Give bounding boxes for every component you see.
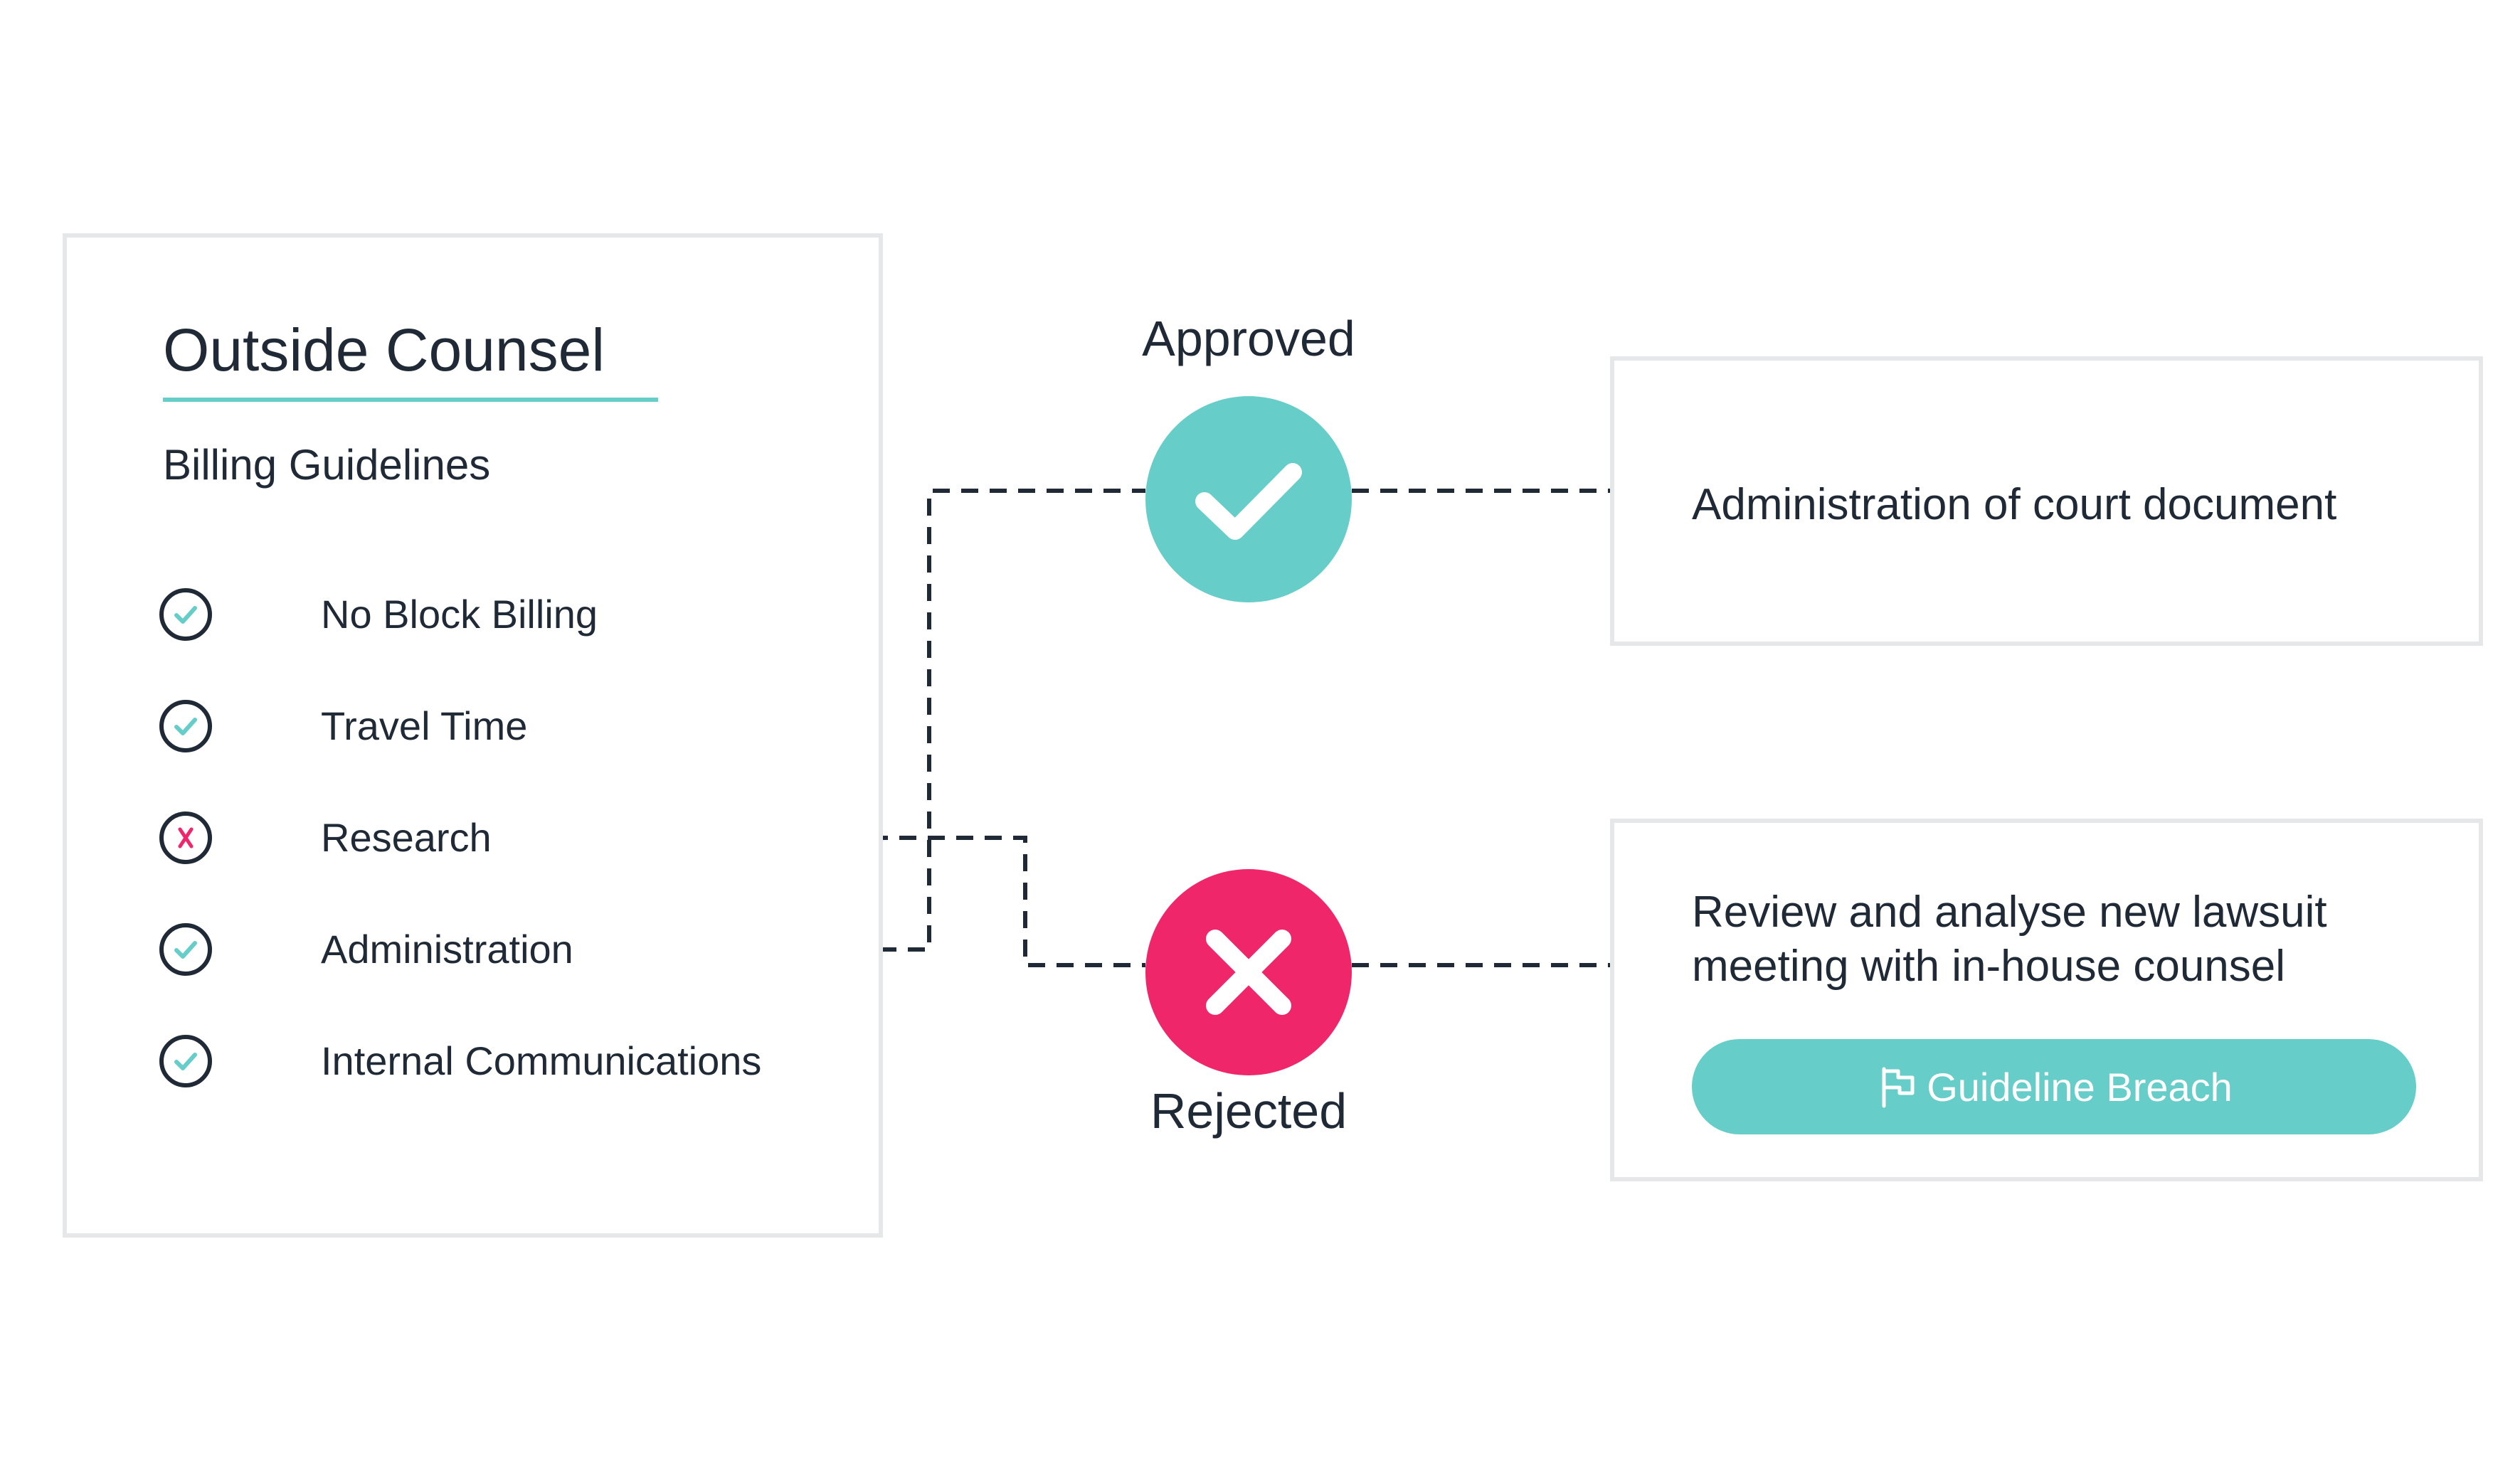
panel-subtitle: Billing Guidelines (163, 441, 491, 489)
x-circle-icon (159, 812, 212, 864)
checkmark-icon (1195, 463, 1302, 540)
check-circle-icon (159, 1035, 212, 1087)
rejected-node (1145, 869, 1352, 1075)
check-circle-icon (159, 700, 212, 752)
approved-node (1145, 396, 1352, 602)
guideline-label: Administration (321, 927, 573, 972)
check-circle-icon (159, 923, 212, 976)
panel-title: Outside Counsel (163, 316, 605, 383)
x-mark-icon (1206, 930, 1291, 1015)
approved-label: Approved (1142, 311, 1355, 366)
entry-line: meeting with in-house counsel (1692, 942, 2286, 991)
guideline-label: Travel Time (321, 703, 528, 748)
guideline-label: Research (321, 815, 492, 860)
rejected-entry-card: Review and analyse new lawsuit meeting w… (1610, 819, 2483, 1181)
check-circle-icon (159, 588, 212, 641)
flag-icon (1882, 1067, 1915, 1108)
title-underline (163, 398, 658, 402)
rejected-label: Rejected (1150, 1083, 1348, 1139)
approved-entry-text: Administration of court document (1692, 478, 2336, 532)
guideline-breach-label: Guideline Breach (1927, 1064, 2233, 1110)
billing-guidelines-panel: Outside Counsel Billing Guidelines No Bl… (63, 233, 883, 1238)
guideline-label: Internal Communications (321, 1038, 762, 1083)
approved-entry-card: Administration of court document (1610, 356, 2483, 646)
entry-line: Review and analyse new lawsuit (1692, 888, 2327, 937)
rejected-entry-text: Review and analyse new lawsuit meeting w… (1692, 885, 2327, 994)
entry-line: Administration of court document (1692, 480, 2337, 529)
guideline-label: No Block Billing (321, 592, 598, 637)
guideline-breach-button[interactable]: Guideline Breach (1692, 1039, 2416, 1134)
